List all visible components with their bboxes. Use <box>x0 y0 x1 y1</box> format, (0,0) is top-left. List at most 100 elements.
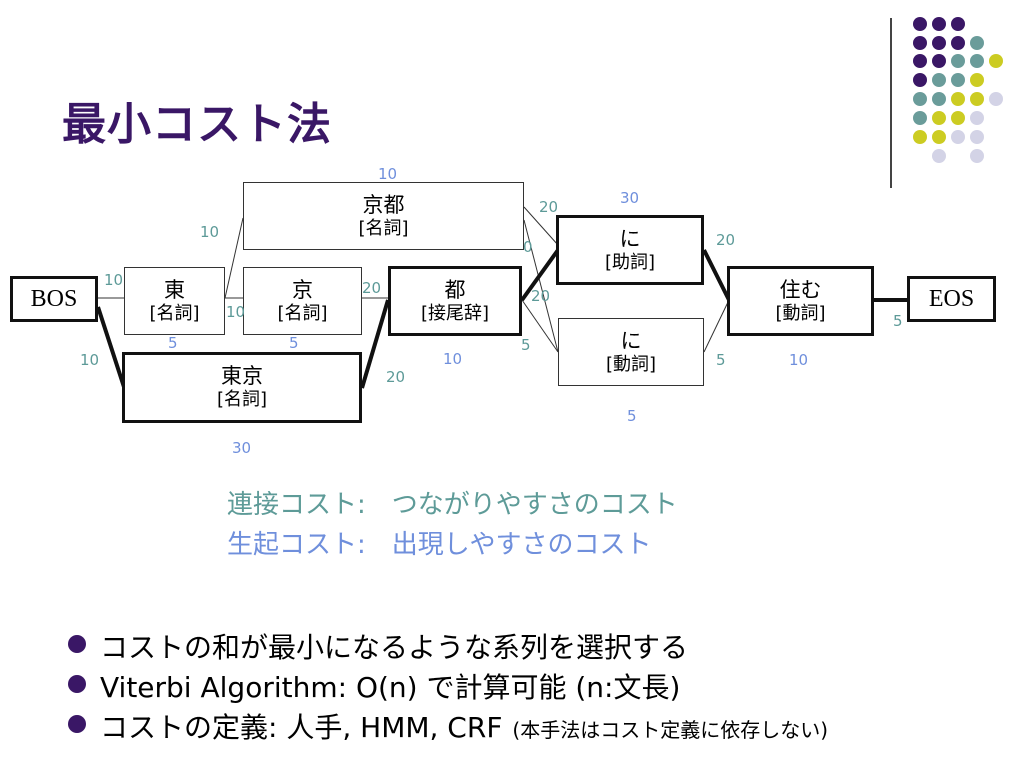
node-pos: [名詞] <box>358 217 409 239</box>
bullet-item: Viterbi Algorithm: O(n) で計算可能 (n:文長) <box>68 666 828 706</box>
node-bos: BOS <box>10 276 98 322</box>
dot <box>951 130 965 144</box>
dot <box>932 73 946 87</box>
bullet-item: コストの定義: 人手, HMM, CRF (本手法はコスト定義に依存しない) <box>68 706 828 746</box>
node-pos: [名詞] <box>216 389 268 411</box>
node-pos: [動詞] <box>775 302 826 324</box>
conn-cost-higashi-kyo: 10 <box>226 303 246 321</box>
slide-title: 最小コスト法 <box>62 99 332 150</box>
conn-cost-tokyo-to: 20 <box>386 368 406 386</box>
lattice-edges <box>96 206 907 389</box>
dot <box>932 111 946 125</box>
dot <box>913 92 927 106</box>
node-eos: EOS <box>907 276 996 322</box>
node-word: 京都 <box>362 192 405 217</box>
dot <box>951 73 965 87</box>
gen-cost-ni-doshi: 5 <box>627 407 637 425</box>
edge-ni-doshi-sumu <box>703 299 730 353</box>
dot <box>932 17 946 31</box>
node-sumu: 住む [動詞] <box>727 266 874 336</box>
conn-cost-higashi-kyoto: 10 <box>200 223 220 241</box>
edge-to-ni-doshi <box>521 299 559 353</box>
dot <box>951 92 965 106</box>
edge-bos-tokyo <box>96 306 126 388</box>
conn-cost-kyo-to: 20 <box>362 279 382 297</box>
dot <box>932 54 946 68</box>
dot <box>913 73 927 87</box>
edge-ni-joshi-sumu <box>702 249 731 301</box>
divider-line <box>890 18 892 188</box>
dot <box>913 17 927 31</box>
gen-cost-kyo: 5 <box>289 334 299 352</box>
conn-cost-to-ni-joshi: 20 <box>531 287 551 305</box>
word-lattice: BOS EOS 京都 [名詞] 東 [名詞] 京 [名詞] 東京 [名詞] 都 … <box>10 165 996 457</box>
gen-cost-kyoto: 10 <box>378 165 398 183</box>
node-bos-label: BOS <box>30 285 78 312</box>
node-kyoto: 京都 [名詞] <box>243 182 524 250</box>
dot <box>932 149 946 163</box>
dot <box>970 54 984 68</box>
node-higashi: 東 [名詞] <box>124 267 225 335</box>
dot <box>932 130 946 144</box>
node-pos: [動詞] <box>605 353 657 375</box>
dot <box>970 92 984 106</box>
dot <box>932 36 946 50</box>
dot <box>989 54 1003 68</box>
node-eos-label: EOS <box>928 285 975 312</box>
bullet-text: コストの和が最小になるような系列を選択する <box>100 631 689 664</box>
node-ni-doshi: に [動詞] <box>558 318 704 386</box>
node-kyo: 京 [名詞] <box>243 267 362 335</box>
bullet-dot-icon <box>68 635 86 653</box>
edge-tokyo-to <box>360 299 390 389</box>
conn-cost-to-ni-doshi: 5 <box>521 336 531 354</box>
bullet-dot-icon <box>68 675 86 693</box>
gen-cost-to: 10 <box>443 350 463 368</box>
edge-higashi-kyoto <box>224 217 244 299</box>
conn-cost-kyoto-ni-joshi: 20 <box>539 198 559 216</box>
decorative-dot-grid <box>0 0 1024 170</box>
node-word: に <box>619 226 641 251</box>
node-word: 東京 <box>221 364 263 389</box>
node-pos: [接尾辞] <box>420 302 490 324</box>
dot <box>970 36 984 50</box>
dot <box>913 54 927 68</box>
conn-cost-bos-tokyo: 10 <box>80 351 100 369</box>
dot <box>951 54 965 68</box>
bullet-dot-icon <box>68 715 86 733</box>
node-pos: [助詞] <box>604 251 656 273</box>
node-tokyo: 東京 [名詞] <box>122 352 362 423</box>
dot <box>970 149 984 163</box>
conn-cost-kyoto-ni-doshi: 0 <box>523 238 533 256</box>
legend-connection-cost: 連接コスト: つながりやすさのコスト <box>227 490 678 520</box>
legend-generation-cost: 生起コスト: 出現しやすさのコスト <box>227 530 652 560</box>
edge-kyoto-ni-joshi <box>523 206 559 246</box>
dot <box>970 130 984 144</box>
node-word: に <box>620 328 642 353</box>
node-word: 京 <box>292 277 313 302</box>
dot <box>913 130 927 144</box>
gen-cost-sumu: 10 <box>789 351 809 369</box>
conn-cost-ni-doshi-sumu: 5 <box>716 351 726 369</box>
conn-cost-bos-higashi: 10 <box>104 271 124 289</box>
bullet-text: コストの定義: 人手, HMM, CRF <box>100 711 503 744</box>
node-word: 都 <box>444 277 466 302</box>
bullet-item: コストの和が最小になるような系列を選択する <box>68 626 828 666</box>
dot <box>989 92 1003 106</box>
dot <box>970 111 984 125</box>
bullet-note: (本手法はコスト定義に依存しない) <box>512 718 829 742</box>
bullet-text: Viterbi Algorithm: O(n) で計算可能 (n:文長) <box>100 671 681 704</box>
dot <box>951 111 965 125</box>
node-word: 住む <box>779 277 822 302</box>
conn-cost-ni-joshi-sumu: 20 <box>716 231 736 249</box>
dot <box>913 111 927 125</box>
node-word: 東 <box>164 277 185 302</box>
node-pos: [名詞] <box>149 302 200 324</box>
dot <box>951 17 965 31</box>
conn-cost-sumu-eos: 5 <box>893 312 903 330</box>
node-pos: [名詞] <box>277 302 328 324</box>
dot <box>932 92 946 106</box>
dot <box>913 36 927 50</box>
dot <box>970 73 984 87</box>
edge-kyoto-ni-doshi <box>523 219 559 353</box>
dot <box>951 36 965 50</box>
